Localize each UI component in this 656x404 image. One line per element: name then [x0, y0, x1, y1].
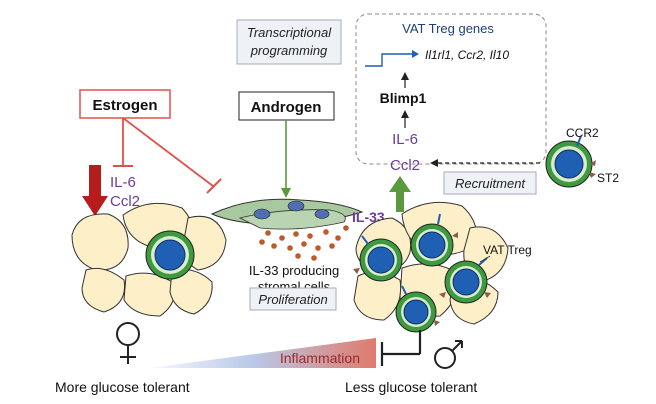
treg-cell — [439, 257, 491, 304]
stromal-cells — [210, 198, 364, 230]
st2-label: ST2 — [597, 171, 619, 185]
proliferation-box — [249, 287, 337, 311]
less-glucose-tolerant-label: Less glucose tolerant — [345, 379, 477, 395]
androgen-label: Androgen — [251, 99, 322, 116]
inflammation-label: Inflammation — [280, 350, 360, 366]
more-glucose-tolerant-label: More glucose tolerant — [55, 379, 190, 395]
treg-cell-incoming — [545, 135, 596, 188]
recruitment-label: Recruitment — [455, 176, 526, 191]
fat-cell — [71, 213, 129, 271]
vat-treg-label: VAT Treg — [483, 243, 532, 257]
il33-particles — [259, 225, 349, 261]
estrogen-group: Estrogen — [79, 89, 222, 194]
ccl2-left-label: Ccl2 — [110, 193, 140, 210]
estrogen-inhibit-bar-diag — [206, 178, 222, 194]
proliferation-label: Proliferation — [258, 292, 327, 307]
inflammation-gradient — [150, 338, 376, 368]
il6-left-label: IL-6 — [110, 174, 136, 191]
il6-right-label: IL-6 — [392, 131, 418, 148]
treg-cell-left — [145, 230, 195, 280]
treg-cell — [353, 235, 403, 282]
promoter-arrowhead — [412, 50, 419, 58]
estrogen-inhibit-line-diag — [122, 117, 214, 187]
androgen-box — [238, 91, 335, 121]
left-adipose-tissue — [71, 202, 227, 317]
fat-cell — [123, 272, 175, 317]
female-symbol-icon — [116, 322, 140, 364]
down-arrow-icon — [82, 165, 108, 216]
male-symbol-icon — [434, 340, 463, 369]
treg-genes-panel — [355, 13, 547, 165]
genes-list-label: Il1rl1, Ccr2, Il10 — [425, 48, 509, 62]
transcriptional-label-line1: Transcriptional — [247, 25, 332, 40]
vat-treg-genes-label: VAT Treg genes — [402, 21, 494, 36]
estrogen-label: Estrogen — [92, 97, 157, 114]
promoter-arrow-icon — [365, 53, 412, 67]
ccl2-right-label: Ccl2 — [390, 157, 420, 174]
up-arrow-icon — [389, 176, 411, 212]
fat-cell — [169, 268, 213, 315]
inhibition-bar-icon — [380, 330, 422, 366]
treg-cell — [395, 285, 440, 333]
vat-treg-pointer — [479, 255, 491, 263]
transcriptional-label-line2: programming — [250, 43, 328, 58]
estrogen-box — [79, 89, 171, 119]
treg-cell — [410, 213, 458, 267]
transcriptional-box — [236, 19, 342, 65]
fat-cell — [81, 267, 126, 313]
recruitment-box — [443, 171, 537, 195]
stromal-label-line1: IL-33 producing — [249, 263, 339, 278]
blimp1-label: Blimp1 — [380, 90, 427, 106]
ccr2-label: CCR2 — [566, 126, 599, 140]
